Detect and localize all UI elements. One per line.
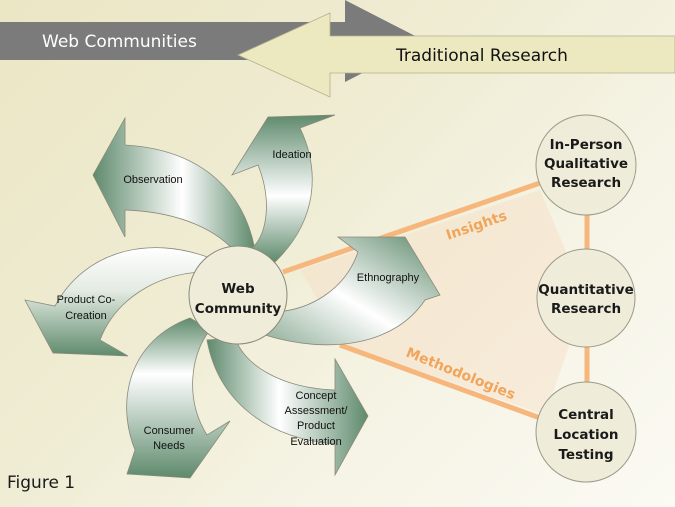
central-location-testing-circle bbox=[535, 381, 637, 483]
node1-line2: Qualitative bbox=[544, 156, 628, 172]
concept-label-3: Product bbox=[297, 420, 335, 432]
ethnography-label: Ethnography bbox=[357, 272, 420, 284]
in-person-qualitative-circle bbox=[535, 114, 637, 216]
node3-line1: Central bbox=[558, 407, 614, 423]
ideation-petal bbox=[231, 114, 336, 263]
center-label-line2: Community bbox=[195, 301, 282, 317]
observation-label: Observation bbox=[123, 174, 182, 186]
node3-line3: Testing bbox=[559, 447, 614, 463]
traditional-research-label: Traditional Research bbox=[395, 46, 568, 66]
node3-line2: Location bbox=[554, 427, 619, 443]
product-co-creation-label-2: Creation bbox=[65, 310, 107, 322]
observation-petal bbox=[92, 116, 256, 259]
ethnography-petal bbox=[264, 236, 441, 346]
concept-label-1: Concept bbox=[296, 390, 337, 402]
web-community-circle bbox=[188, 245, 288, 345]
ideation-label: Ideation bbox=[272, 149, 311, 161]
traditional-research-arrow bbox=[237, 12, 675, 98]
node2-line2: Research bbox=[551, 301, 621, 317]
concept-assessment-petal bbox=[206, 337, 369, 477]
concept-label-2: Assessment/ bbox=[285, 405, 349, 417]
center-label-line1: Web bbox=[221, 281, 255, 297]
product-co-creation-petal bbox=[24, 247, 211, 357]
node1-line3: Research bbox=[551, 175, 621, 191]
web-communities-label: Web Communities bbox=[42, 32, 197, 52]
consumer-needs-petal bbox=[126, 317, 231, 479]
node1-line1: In-Person bbox=[550, 137, 623, 153]
node2-line1: Quantitative bbox=[538, 282, 634, 298]
product-co-creation-label-1: Product Co- bbox=[57, 294, 116, 306]
concept-label-4: Evaluation bbox=[290, 436, 341, 448]
figure-caption: Figure 1 bbox=[7, 473, 75, 493]
consumer-needs-label-1: Consumer bbox=[144, 425, 195, 437]
consumer-needs-label-2: Needs bbox=[153, 440, 185, 452]
methodologies-connector bbox=[339, 342, 541, 421]
insights-connector bbox=[282, 180, 541, 275]
quantitative-research-circle bbox=[536, 248, 636, 348]
web-communities-arrow bbox=[0, 0, 425, 82]
